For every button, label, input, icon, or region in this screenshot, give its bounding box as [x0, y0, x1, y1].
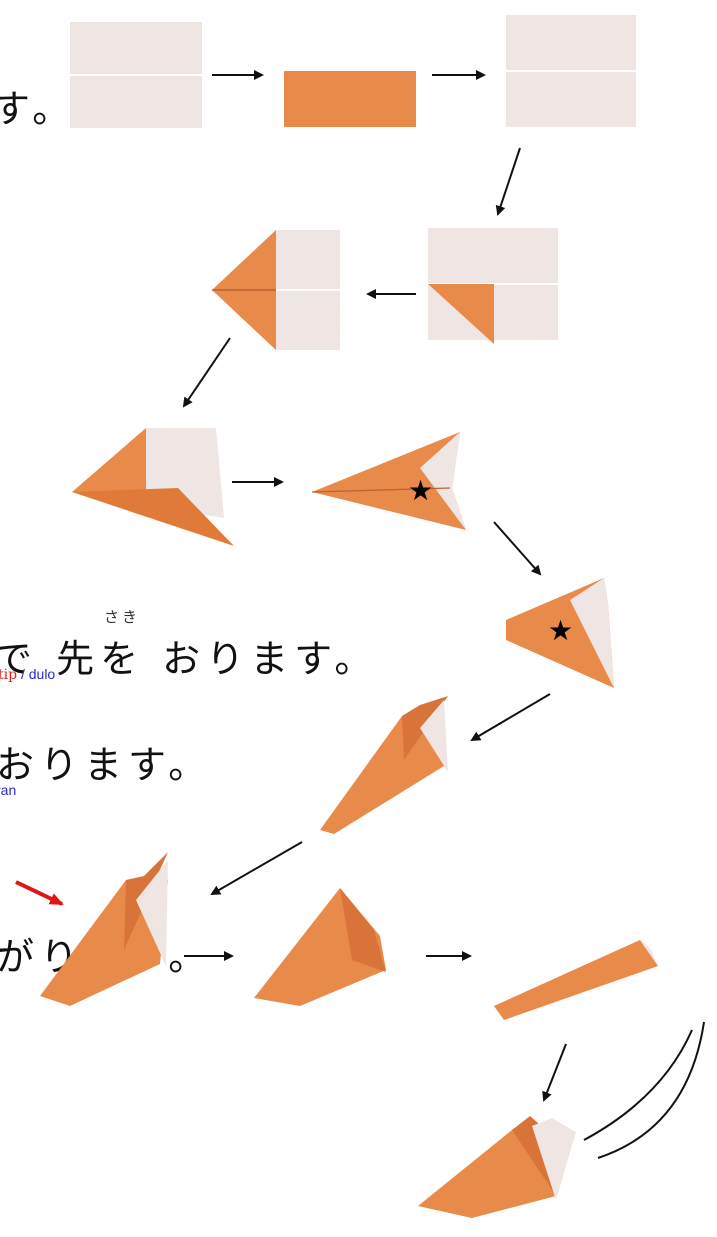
arrow-icon — [210, 841, 303, 896]
star-icon: ★ — [548, 614, 573, 647]
arrow-icon — [493, 521, 542, 576]
arrow-icon — [470, 693, 551, 742]
gloss-ran: ran — [0, 782, 17, 798]
step-9-model: ★ — [506, 578, 614, 688]
step-14-flying-plane — [418, 1116, 576, 1218]
step-4-gloss: tip / dulo — [0, 666, 55, 683]
step-6-sheet-two-folds — [212, 230, 340, 350]
gloss-dulo: dulo — [28, 666, 56, 682]
step-1-sheet — [70, 22, 202, 128]
star-icon: ★ — [408, 474, 433, 507]
step-2-folded-strip — [284, 71, 416, 127]
step-10-model — [320, 696, 448, 834]
step-13-model — [494, 940, 658, 1020]
arrow-icon — [182, 337, 231, 408]
step-1-text-tail: す。 — [0, 87, 77, 131]
step-11-model — [40, 852, 168, 1006]
step-5-text: おります。 — [0, 743, 213, 787]
gloss-tip: tip — [0, 667, 18, 683]
motion-lines-icon — [583, 1021, 705, 1159]
arrow-icon — [542, 1043, 567, 1102]
step-4-ruby: さき — [104, 608, 141, 626]
step-12-model — [254, 888, 386, 1006]
arrow-icon — [495, 147, 521, 216]
step-4-text: で 先を おります。 — [0, 637, 379, 681]
step-5-gloss: ran — [0, 782, 16, 798]
step-7-model — [72, 428, 234, 546]
step-3-sheet — [506, 15, 636, 127]
red-arrow-icon — [15, 880, 64, 906]
gloss-separator: / — [17, 666, 29, 682]
step-8-model: ★ — [311, 432, 466, 530]
step-5-sheet-corner-fold — [428, 228, 558, 344]
